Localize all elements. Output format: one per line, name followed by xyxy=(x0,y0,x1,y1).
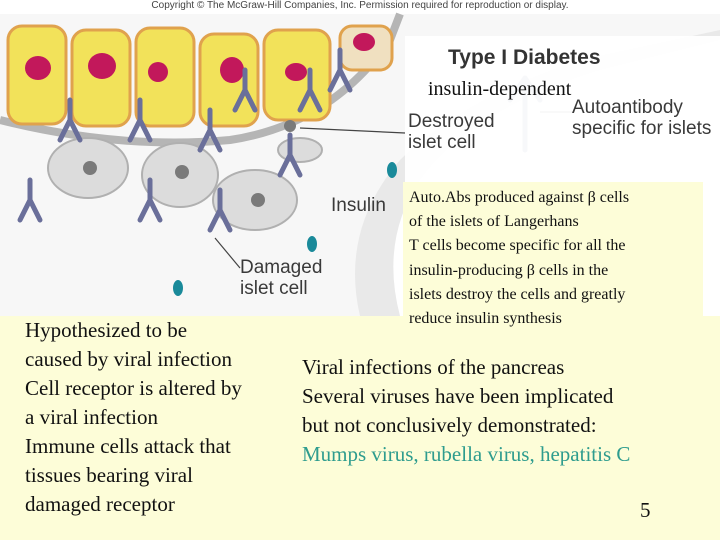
destroyed-islet-label: Destroyed islet cell xyxy=(408,111,495,153)
figure-title: Type I Diabetes xyxy=(448,46,601,69)
viral-hypothesis-text: Hypothesized to be caused by viral infec… xyxy=(25,316,295,519)
text-line: caused by viral infection xyxy=(25,347,233,371)
description-line: T cells become specific for all the xyxy=(409,237,626,255)
text-line: Cell receptor is altered by xyxy=(25,376,242,400)
text-line: Immune cells attack that xyxy=(25,434,231,458)
text-line: Hypothesized to be xyxy=(25,318,188,342)
insulin-dependent-label: insulin-dependent xyxy=(428,78,572,100)
virus-list: Mumps virus, rubella virus, hepatitis C xyxy=(302,442,631,466)
illustration-graphic xyxy=(0,12,720,316)
autoantibody-label: Autoantibody specific for islets xyxy=(572,97,712,139)
viral-infections-text: Viral infections of the pancreas Several… xyxy=(302,353,712,469)
autoantibody-description: Auto.Abs produced against β cells of the… xyxy=(403,182,703,332)
text-line: Several viruses have been implicated xyxy=(302,384,614,408)
damaged-islet-label: Damaged islet cell xyxy=(240,257,323,299)
text-line: Viral infections of the pancreas xyxy=(302,355,565,379)
description-line: Auto.Abs produced against β cells xyxy=(409,189,630,206)
description-line: reduce insulin synthesis xyxy=(409,310,562,328)
text-line: a viral infection xyxy=(25,405,158,429)
description-line: insulin-producing β cells in the xyxy=(409,261,609,279)
copyright-notice: Copyright © The McGraw-Hill Companies, I… xyxy=(151,0,569,11)
text-line: damaged receptor xyxy=(25,492,175,516)
diabetes-illustration: Copyright © The McGraw-Hill Companies, I… xyxy=(0,0,720,316)
description-line: of the islets of Langerhans xyxy=(409,213,579,231)
insulin-label: Insulin xyxy=(331,195,386,216)
slide-number: 5 xyxy=(640,498,651,522)
text-line: tissues bearing viral xyxy=(25,463,193,487)
text-line: but not conclusively demonstrated: xyxy=(302,413,597,437)
description-line: islets destroy the cells and greatly xyxy=(409,285,626,303)
